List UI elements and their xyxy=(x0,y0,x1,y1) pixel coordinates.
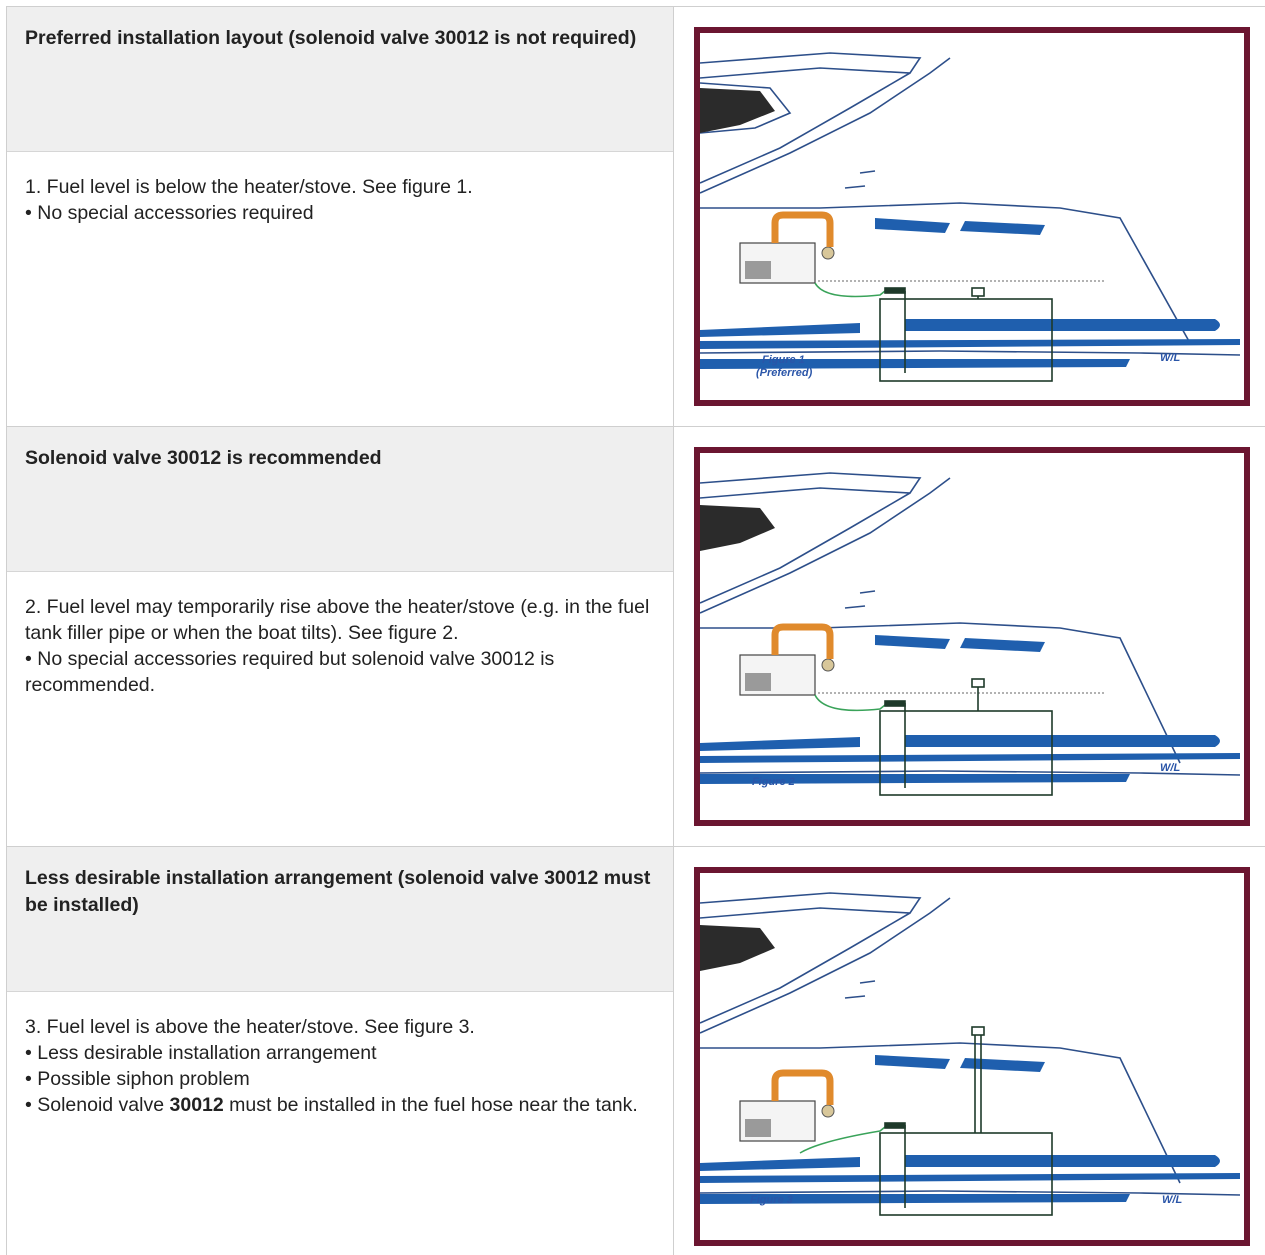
description-line: • Possible siphon problem xyxy=(25,1068,250,1090)
fuel-line xyxy=(799,1126,886,1154)
figure-frame: Figure 2 W/L xyxy=(694,447,1250,826)
hull-stripes xyxy=(700,218,1240,369)
text-cell: Solenoid valve 30012 is recommended 2. F… xyxy=(6,427,674,846)
waterline-label: W/L xyxy=(1162,1194,1182,1206)
installation-table: Preferred installation layout (solenoid … xyxy=(6,6,1265,1255)
description-line: • No special accessories required xyxy=(25,202,314,224)
description-line: • No special accessories required but so… xyxy=(25,648,555,696)
description-line: 3. Fuel level is above the heater/stove.… xyxy=(25,1016,475,1038)
boat-diagram-figure-2: Figure 2 W/L xyxy=(700,453,1244,820)
heater-stove xyxy=(739,211,835,284)
line-prefix: • Solenoid valve xyxy=(25,1094,170,1116)
description-line: 2. Fuel level may temporarily rise above… xyxy=(25,596,650,644)
row-heading: Preferred installation layout (solenoid … xyxy=(7,7,673,152)
figure-frame: Figure 3 W/L xyxy=(694,867,1250,1246)
boat-hull-outline xyxy=(700,892,1241,1196)
figure-label: Figure 2 xyxy=(752,776,795,788)
fuel-tank xyxy=(879,287,1053,382)
fuel-tank xyxy=(879,1026,1053,1216)
table-row-preferred: Preferred installation layout (solenoid … xyxy=(6,7,1265,427)
fuel-line xyxy=(814,282,886,298)
boat-diagram-figure-3: Figure 3 W/L xyxy=(700,873,1244,1240)
figure-frame: Figure 1 (Preferred) W/L xyxy=(694,27,1250,406)
dark-window xyxy=(700,88,775,133)
valve-number: 30012 xyxy=(169,1094,224,1116)
row-description: 3. Fuel level is above the heater/stove.… xyxy=(7,992,673,1118)
figure-label: Figure 3 xyxy=(750,1194,793,1206)
heater-stove xyxy=(739,623,835,696)
boat-diagram-figure-1: Figure 1 (Preferred) W/L xyxy=(700,33,1244,400)
row-heading: Less desirable installation arrangement … xyxy=(7,847,673,992)
boat-hull-outline xyxy=(700,52,1241,356)
text-cell: Less desirable installation arrangement … xyxy=(6,847,674,1255)
fuel-tank xyxy=(879,678,1053,796)
figure-sublabel: (Preferred) xyxy=(756,367,813,379)
text-cell: Preferred installation layout (solenoid … xyxy=(6,7,674,426)
row-description: 1. Fuel level is below the heater/stove.… xyxy=(7,152,673,226)
row-heading: Solenoid valve 30012 is recommended xyxy=(7,427,673,572)
figure-cell: Figure 3 W/L xyxy=(674,847,1265,1255)
figure-cell: Figure 1 (Preferred) W/L xyxy=(674,7,1265,426)
table-row-less-desirable: Less desirable installation arrangement … xyxy=(6,847,1265,1255)
dark-window xyxy=(700,925,775,971)
figure-cell: Figure 2 W/L xyxy=(674,427,1265,846)
waterline-label: W/L xyxy=(1160,352,1180,364)
heater-stove xyxy=(739,1069,835,1142)
row-description: 2. Fuel level may temporarily rise above… xyxy=(7,572,673,698)
figure-label: Figure 1 xyxy=(762,354,805,366)
line-suffix: must be installed in the fuel hose near … xyxy=(223,1094,638,1116)
waterline-label: W/L xyxy=(1160,762,1180,774)
description-line: • Less desirable installation arrangemen… xyxy=(25,1042,377,1064)
description-line: • Solenoid valve 30012 must be installed… xyxy=(25,1092,655,1118)
hull-stripes xyxy=(700,635,1240,784)
description-line: 1. Fuel level is below the heater/stove.… xyxy=(25,176,473,198)
dark-window xyxy=(700,505,775,551)
table-row-recommended: Solenoid valve 30012 is recommended 2. F… xyxy=(6,427,1265,847)
fuel-line xyxy=(814,694,886,712)
